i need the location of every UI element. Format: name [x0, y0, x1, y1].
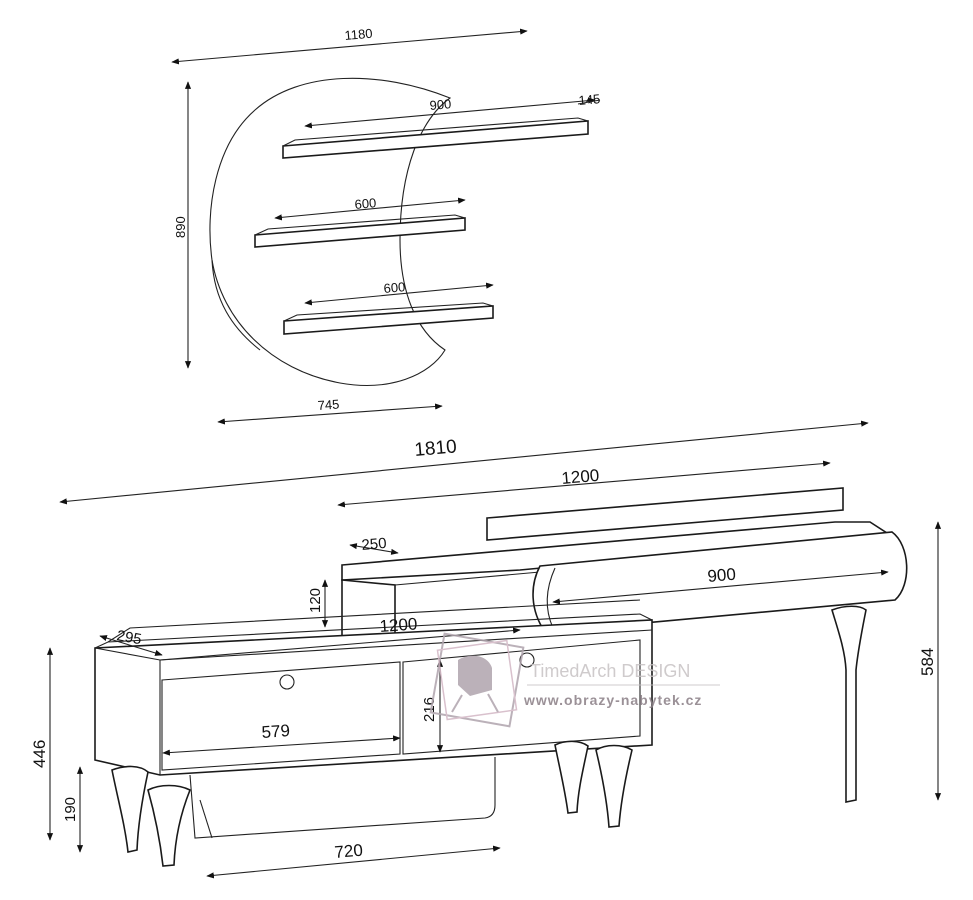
dim-total-width: 1810	[414, 436, 458, 461]
dim-shelf-top: 900	[429, 96, 452, 113]
dim-top-depth: 250	[361, 535, 387, 554]
dim-riser-height: 120	[307, 588, 324, 613]
dim-wall-height: 890	[173, 216, 188, 238]
dim-wall-width: 1180	[344, 26, 373, 43]
dim-leg-height: 190	[62, 797, 79, 822]
watermark-url: www.obrazy-nabytek.cz	[523, 692, 702, 708]
chair-logo-icon	[429, 632, 525, 728]
dim-body-length: 1200	[379, 614, 418, 636]
dim-shelf-middle: 600	[354, 195, 377, 212]
watermark: TimedArch DESIGN www.obrazy-nabytek.cz	[429, 632, 720, 728]
dim-drawer-length: 900	[707, 565, 737, 586]
dim-body-depth: 295	[115, 627, 143, 648]
dim-leg-span: 720	[334, 841, 364, 862]
wall-shelf-unit: 1180 890 900 145 600 600 745	[171, 26, 601, 425]
watermark-brand: TimedArch DESIGN	[530, 661, 690, 681]
dim-wall-base: 745	[317, 397, 340, 413]
dim-total-height: 446	[30, 740, 49, 768]
dim-compartment-height: 216	[421, 697, 438, 722]
dim-top-length: 1200	[561, 466, 600, 488]
tv-stand-unit: 1810 1200 250 900 120 1200 295 216 579 4…	[30, 420, 942, 879]
dim-compartment-width: 579	[261, 721, 291, 742]
dim-shelf-bottom: 600	[383, 279, 406, 296]
dim-shelf-depth: 145	[578, 91, 601, 108]
dim-right-height: 584	[918, 648, 937, 676]
